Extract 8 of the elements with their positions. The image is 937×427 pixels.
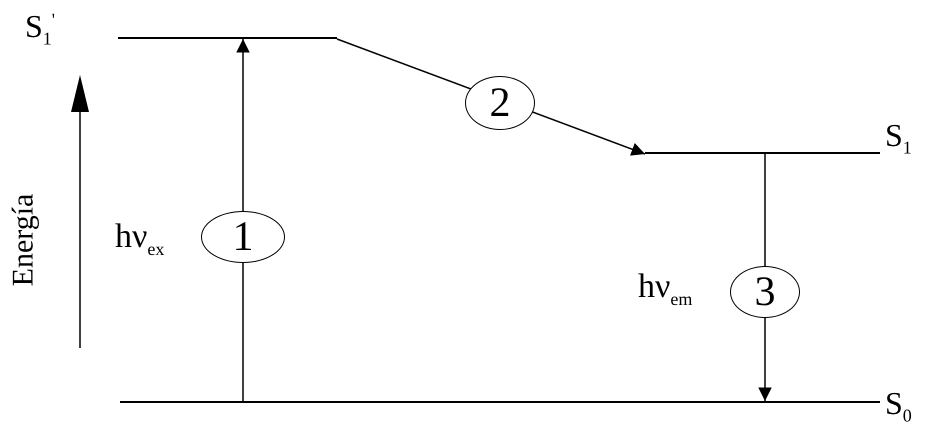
edge-label: 2 (465, 76, 535, 130)
edge-label: 3 (730, 266, 800, 318)
axis-label: Energía (8, 194, 38, 286)
photon-energy-label: hν$_{em}$ (638, 270, 692, 308)
photon-energy-label: hν$_{ex}$ (115, 220, 164, 258)
level-label: S$_{1}$ (885, 119, 912, 156)
edge-label: 1 (201, 211, 285, 263)
level-label: S$_{0}$ (885, 387, 912, 424)
